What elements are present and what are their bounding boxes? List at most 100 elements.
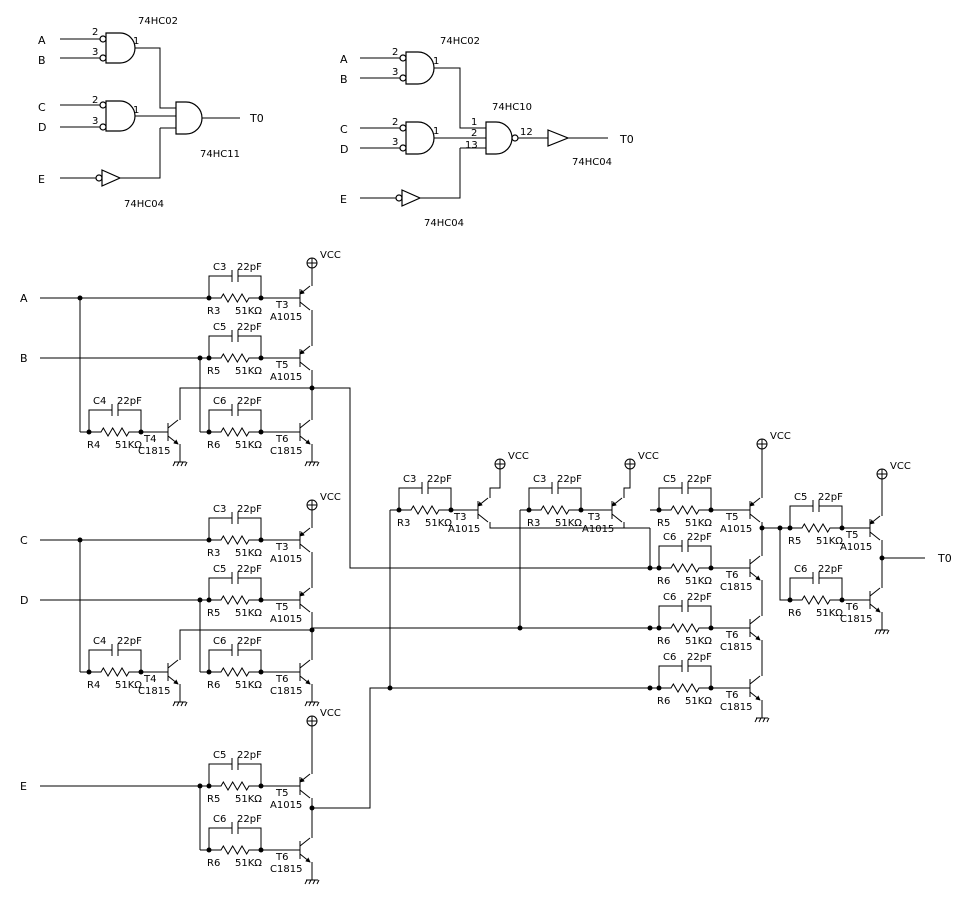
wire — [489, 522, 650, 529]
label-C: C — [38, 101, 46, 114]
wire — [623, 469, 631, 498]
capacitor-value: 22pF — [687, 592, 712, 603]
transistor-model: A1015 — [270, 372, 302, 383]
vcc-icon — [306, 257, 318, 269]
rc-network — [656, 660, 714, 693]
capacitor-label: C6 — [663, 532, 676, 543]
transistor-model: A1015 — [448, 524, 480, 535]
resistor-label: R4 — [87, 440, 100, 451]
resistor-label: R6 — [788, 608, 801, 619]
npn-transistor — [299, 419, 311, 445]
pin-label: 2 — [392, 47, 398, 58]
transistor-label: T3 — [453, 512, 466, 523]
transistor-model: C1815 — [840, 614, 872, 625]
capacitor-value: 22pF — [237, 564, 262, 575]
junction-dot — [77, 295, 83, 301]
resistor-label: R5 — [207, 608, 220, 619]
rc-network — [656, 540, 714, 573]
resistor-value: 51KΩ — [235, 548, 262, 559]
resistor-value: 51KΩ — [115, 680, 142, 691]
rc-network — [396, 482, 454, 515]
ground-icon — [304, 697, 320, 707]
resistor-value: 51KΩ — [685, 518, 712, 529]
resistor-label: R3 — [397, 518, 410, 529]
logic-diagram-nand: A B C D E 2 3 1 2 3 1 74HC02 1 2 13 12 7… — [340, 36, 634, 229]
gate-label: 74HC02 — [440, 36, 480, 47]
pin-label: 1 — [433, 126, 439, 137]
ground-icon — [304, 457, 320, 467]
rc-network — [656, 600, 714, 633]
wire — [312, 387, 660, 569]
resistor-value: 51KΩ — [235, 306, 262, 317]
pin-label: 3 — [92, 47, 98, 58]
transistor-schematic — [40, 268, 925, 876]
capacitor-label: C6 — [663, 592, 676, 603]
resistor-label: R5 — [788, 536, 801, 547]
capacitor-value: 22pF — [237, 504, 262, 515]
rc-network — [787, 572, 845, 605]
capacitor-value: 22pF — [687, 652, 712, 663]
pin-label: 1 — [133, 36, 139, 47]
inverter — [101, 169, 122, 187]
capacitor-value: 22pF — [687, 474, 712, 485]
transistor-model: A1015 — [270, 614, 302, 625]
junction-dot — [197, 355, 203, 361]
rc-network — [206, 512, 264, 545]
transistor-label: T3 — [587, 512, 600, 523]
transistor-label: T5 — [275, 602, 288, 613]
label-E: E — [38, 173, 45, 186]
capacitor-value: 22pF — [237, 636, 262, 647]
pin-label: 1 — [133, 105, 139, 116]
nor-gate-2 — [105, 100, 136, 132]
capacitor-label: C6 — [213, 814, 226, 825]
inverter — [547, 129, 570, 147]
resistor-label: R3 — [527, 518, 540, 529]
label-D: D — [340, 143, 348, 156]
capacitor-label: C6 — [213, 396, 226, 407]
rc-network — [206, 644, 264, 677]
transistor-model: A1015 — [840, 542, 872, 553]
transistor-label: T6 — [725, 570, 738, 581]
capacitor-label: C5 — [213, 750, 226, 761]
vcc-icon — [306, 499, 318, 511]
capacitor-value: 22pF — [687, 532, 712, 543]
and3-gate — [175, 101, 203, 135]
inverter — [401, 189, 422, 207]
npn-transistor — [299, 659, 311, 685]
transistor-label: T6 — [725, 690, 738, 701]
capacitor-label: C6 — [663, 652, 676, 663]
wire — [489, 469, 501, 498]
resistor-label: R6 — [657, 696, 670, 707]
vcc-icon — [624, 458, 636, 470]
transistor-model: C1815 — [138, 446, 170, 457]
transistor-label: T3 — [275, 300, 288, 311]
rc-network — [206, 270, 264, 303]
pin-label: 3 — [392, 67, 398, 78]
label-E: E — [340, 193, 347, 206]
vcc-label: VCC — [320, 708, 341, 719]
npn-transistor — [167, 659, 179, 685]
resistor-value: 51KΩ — [555, 518, 582, 529]
rc-network — [86, 644, 144, 677]
junction-dot — [77, 537, 83, 543]
transistor-model: A1015 — [270, 312, 302, 323]
pin-label: 2 — [392, 117, 398, 128]
junction-dot — [197, 783, 203, 789]
transistor-model: C1815 — [270, 446, 302, 457]
npn-transistor — [749, 555, 761, 581]
resistor-label: R5 — [207, 366, 220, 377]
resistor-value: 51KΩ — [685, 576, 712, 587]
capacitor-label: C3 — [533, 474, 546, 485]
resistor-value: 51KΩ — [235, 608, 262, 619]
rc-network — [206, 822, 264, 855]
capacitor-label: C5 — [663, 474, 676, 485]
capacitor-value: 22pF — [237, 396, 262, 407]
logic-diagram-and: A B C D E 2 3 1 2 3 1 74HC02 T0 74HC11 7… — [38, 16, 264, 210]
transistor-model: C1815 — [270, 686, 302, 697]
rc-network — [206, 572, 264, 605]
label-A: A — [340, 53, 348, 66]
transistor-label: T6 — [275, 434, 288, 445]
pin-label: 2 — [92, 27, 98, 38]
pin-label: 12 — [520, 127, 533, 138]
